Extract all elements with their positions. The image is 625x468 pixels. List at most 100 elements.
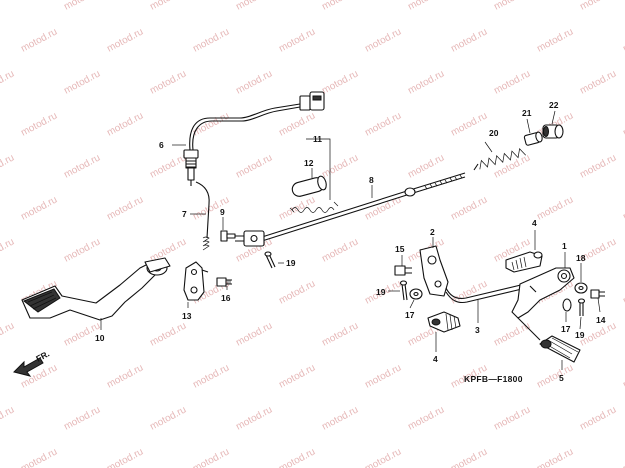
rubber-boot-upper: [505, 251, 543, 273]
pin-bolt-right: [590, 289, 605, 299]
watermark-text: motod.ru: [492, 68, 532, 96]
watermark-text: motod.ru: [277, 110, 317, 138]
bushing: [523, 131, 543, 146]
watermark-text: motod.ru: [621, 446, 625, 468]
callout-8: 8: [369, 175, 374, 185]
watermark-text: motod.ru: [234, 152, 274, 180]
watermark-text: motod.ru: [363, 362, 403, 390]
callout-19-left: 19: [286, 258, 296, 268]
brake-rod: [235, 172, 466, 247]
cotter-pin: [264, 251, 276, 269]
callout-17-right: 17: [561, 324, 571, 334]
small-bolt: [220, 230, 236, 242]
watermark-text: motod.ru: [535, 362, 575, 390]
watermark-text: motod.ru: [363, 26, 403, 54]
diagram-code: KPFB—F1800: [464, 374, 523, 384]
watermark-text: motod.ru: [105, 26, 145, 54]
watermark-text: motod.ru: [320, 320, 360, 348]
watermark-text: motod.ru: [363, 110, 403, 138]
watermark-text: motod.ru: [406, 0, 446, 13]
pivot-bolt: [216, 277, 232, 287]
watermark-text: motod.ru: [449, 110, 489, 138]
watermark-text: motod.ru: [535, 446, 575, 468]
watermark-text: motod.ru: [0, 320, 16, 348]
watermark-text: motod.ru: [492, 152, 532, 180]
watermark-text: motod.ru: [19, 194, 59, 222]
rubber-boot-lower: [427, 311, 461, 333]
watermark-text: motod.ru: [406, 404, 446, 432]
watermark-text: motod.ru: [449, 26, 489, 54]
watermark-text: motod.ru: [148, 320, 188, 348]
watermark-text: motod.ru: [320, 236, 360, 264]
stop-switch-spring: [195, 181, 210, 251]
watermark-text: motod.ru: [105, 362, 145, 390]
watermark-text: motod.ru: [234, 404, 274, 432]
watermark-text: motod.ru: [578, 68, 618, 96]
watermark-text: motod.ru: [406, 68, 446, 96]
callout-1: 1: [562, 241, 567, 251]
washer-small-right: [562, 298, 572, 312]
watermark-text: motod.ru: [277, 26, 317, 54]
mount-bolt: [394, 265, 412, 276]
watermark-text: motod.ru: [363, 446, 403, 468]
callout-labels: 6 11 12 8 7 9 19 13 10 16 15 2 19 17 20 …: [95, 100, 606, 383]
watermark-text: motod.ru: [449, 194, 489, 222]
washer-mid: [409, 288, 423, 300]
watermark-text: motod.ru: [320, 68, 360, 96]
front-direction-label: FR.: [34, 349, 51, 364]
watermark-text: motod.ru: [19, 26, 59, 54]
callout-11: 11: [313, 134, 322, 144]
watermark-text: motod.ru: [191, 194, 231, 222]
watermark-text: motod.ru: [148, 68, 188, 96]
callout-9: 9: [220, 207, 225, 217]
watermark-text: motod.ru: [105, 446, 145, 468]
callout-16: 16: [221, 293, 231, 303]
watermark-text: motod.ru: [406, 152, 446, 180]
watermark-text: motod.ru: [0, 152, 16, 180]
callout-6: 6: [159, 140, 164, 150]
watermark-text: motod.ru: [449, 446, 489, 468]
watermark-text: motod.ru: [578, 404, 618, 432]
callout-13: 13: [182, 311, 192, 321]
washer-right: [574, 282, 588, 294]
watermark-text: motod.ru: [62, 236, 102, 264]
watermark-text: motod.ru: [320, 152, 360, 180]
watermark-text: motod.ru: [148, 152, 188, 180]
return-spring: [473, 148, 526, 171]
stop-switch-wire: [183, 91, 325, 186]
watermark-text: motod.ru: [191, 26, 231, 54]
brake-pedal: [21, 257, 171, 321]
switch-bracket: [183, 261, 209, 301]
shift-peg: [517, 317, 581, 363]
shift-lever: [511, 267, 575, 319]
watermark-text: motod.ru: [535, 26, 575, 54]
cap: [542, 124, 564, 139]
watermark-text: motod.ru: [62, 152, 102, 180]
callout-14: 14: [596, 315, 606, 325]
watermark-text: motod.ru: [277, 278, 317, 306]
watermark-text: motod.ru: [621, 110, 625, 138]
callout-21: 21: [522, 108, 532, 118]
watermark-text: motod.ru: [62, 68, 102, 96]
watermark-text: motod.ru: [0, 404, 16, 432]
callout-3: 3: [475, 325, 480, 335]
watermark-text: motod.ru: [234, 68, 274, 96]
watermark-text: motod.ru: [492, 404, 532, 432]
callout-22: 22: [549, 100, 559, 110]
watermark-text: motod.ru: [62, 0, 102, 13]
pedal-bracket: [419, 245, 449, 297]
watermark-text: motod.ru: [234, 0, 274, 13]
callout-18: 18: [576, 253, 586, 263]
watermark-text: motod.ru: [0, 236, 16, 264]
watermark-text: motod.ru: [191, 362, 231, 390]
watermark-text: motod.ru: [148, 0, 188, 13]
callout-10: 10: [95, 333, 105, 343]
callout-15: 15: [395, 244, 405, 254]
watermark-text: motod.ru: [105, 110, 145, 138]
watermark-text: motod.ru: [19, 110, 59, 138]
watermark-text: motod.ru: [492, 320, 532, 348]
callout-4-upper: 4: [532, 218, 537, 228]
callout-4-lower: 4: [433, 354, 438, 364]
watermark-text: motod.ru: [578, 0, 618, 13]
